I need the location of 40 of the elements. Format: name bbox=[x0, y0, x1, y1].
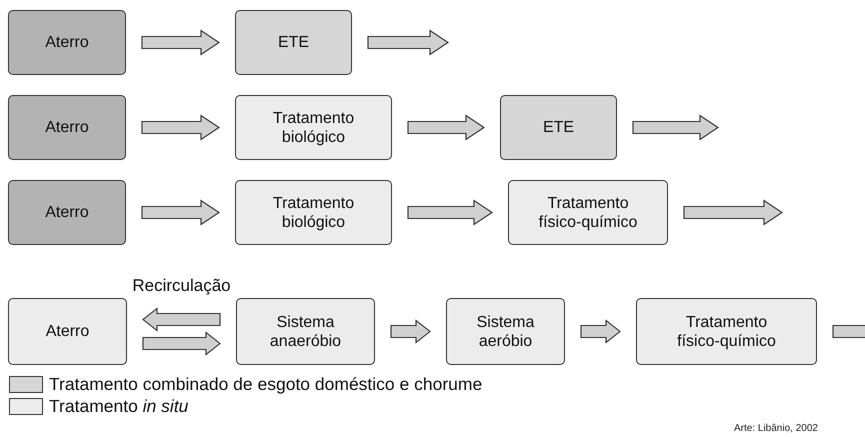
block-arrow bbox=[141, 114, 220, 141]
box-text: Tratamento físico-químico bbox=[676, 312, 777, 350]
box-text: Sistema anaeróbio bbox=[268, 312, 342, 350]
box-text: Aterro bbox=[45, 118, 89, 137]
block-arrow bbox=[632, 114, 719, 141]
block-arrow bbox=[407, 114, 485, 141]
block-arrow bbox=[683, 199, 783, 226]
process-box bbox=[236, 298, 375, 365]
block-arrow bbox=[390, 319, 431, 344]
process-box bbox=[8, 298, 127, 365]
process-box bbox=[636, 298, 817, 365]
box-text: ETE bbox=[542, 118, 574, 137]
process-box bbox=[508, 180, 668, 245]
process-box bbox=[500, 95, 617, 160]
edge-label: Recirculação bbox=[132, 276, 231, 296]
process-box bbox=[8, 180, 126, 245]
box-text: Tratamento físico-químico bbox=[538, 194, 638, 232]
process-box bbox=[8, 95, 126, 160]
block-arrow bbox=[407, 199, 493, 226]
block-arrow bbox=[141, 29, 220, 56]
credit-note: Arte: Libânio, 2002 bbox=[734, 423, 818, 434]
process-box bbox=[8, 10, 126, 75]
block-arrow bbox=[142, 307, 221, 332]
block-arrow bbox=[142, 331, 221, 356]
process-box bbox=[235, 180, 392, 245]
process-box bbox=[446, 298, 565, 365]
box-text: Aterro bbox=[45, 33, 89, 52]
box-text: Tratamento biológico bbox=[272, 194, 356, 232]
box-text: ETE bbox=[278, 33, 310, 52]
legend-text: Tratamento in situ bbox=[49, 396, 188, 417]
box-text: Tratamento biológico bbox=[272, 108, 356, 146]
block-arrow bbox=[580, 319, 621, 344]
process-box bbox=[235, 10, 352, 75]
block-arrow bbox=[141, 199, 220, 226]
block-arrow bbox=[367, 29, 449, 56]
box-text: Sistema aeróbio bbox=[476, 312, 536, 350]
box-text: Aterro bbox=[46, 322, 90, 341]
process-box bbox=[235, 95, 392, 160]
box-text: Aterro bbox=[45, 203, 89, 222]
legend-text: Tratamento combinado de esgoto doméstico e chorume bbox=[49, 374, 482, 395]
